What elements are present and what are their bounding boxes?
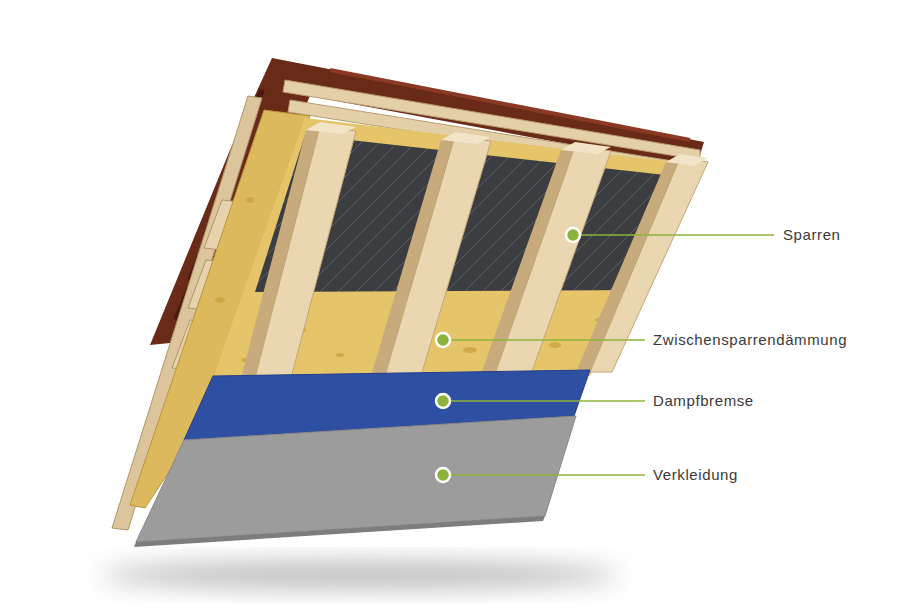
cladding	[136, 416, 576, 542]
part-label: Zwischensparrendämmung	[651, 331, 849, 349]
ground-shadow	[100, 561, 620, 589]
part-label: Dampfbremse	[651, 392, 756, 410]
part-label: Sparren	[781, 226, 843, 244]
part-label: Verkleidung	[651, 466, 740, 484]
leader-lines	[443, 235, 774, 475]
insulation	[212, 118, 700, 380]
rafters	[241, 122, 708, 378]
cladding-edge	[134, 516, 545, 547]
leader-dots	[436, 228, 580, 482]
